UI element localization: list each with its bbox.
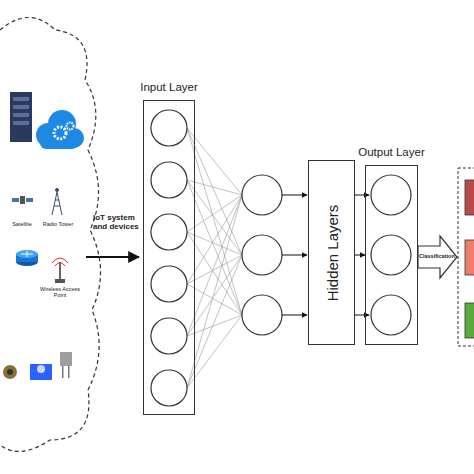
device-label: Wireless Access Point	[36, 286, 84, 299]
layer-label: Hidden Layers	[323, 204, 340, 301]
input-layer-box: Input Layer	[143, 100, 195, 415]
arrow-connector	[355, 255, 365, 256]
class-swatch	[465, 180, 474, 215]
class-swatch	[465, 303, 474, 338]
output-neurons	[371, 175, 411, 335]
layer-label: Output Layer	[358, 146, 424, 158]
access-point-icon	[52, 258, 68, 283]
flow-label: IoT system and devices	[93, 213, 145, 231]
device-label: Radio Tower	[40, 221, 76, 227]
sensor-icons	[3, 352, 72, 380]
flow-label: Classification	[419, 253, 459, 259]
iot-cloud	[0, 18, 101, 452]
input-arrow	[86, 256, 139, 258]
input-neurons	[151, 110, 187, 406]
hidden-layers-box: Hidden Layers	[308, 160, 355, 345]
hidden-arrows	[282, 195, 369, 315]
server-icon	[10, 92, 32, 142]
router-icon	[16, 250, 38, 266]
class-panel	[458, 168, 474, 346]
device-label: Satellite	[6, 221, 38, 227]
satellite-icon	[12, 196, 33, 204]
cloud-gear-icon	[36, 110, 84, 149]
class-swatch	[465, 240, 474, 275]
output-layer-box: Output Layer	[365, 165, 418, 345]
hidden-neurons	[242, 175, 282, 335]
radio-tower-icon	[52, 189, 62, 216]
weight-lines	[187, 128, 242, 388]
layer-label: Input Layer	[140, 81, 198, 93]
